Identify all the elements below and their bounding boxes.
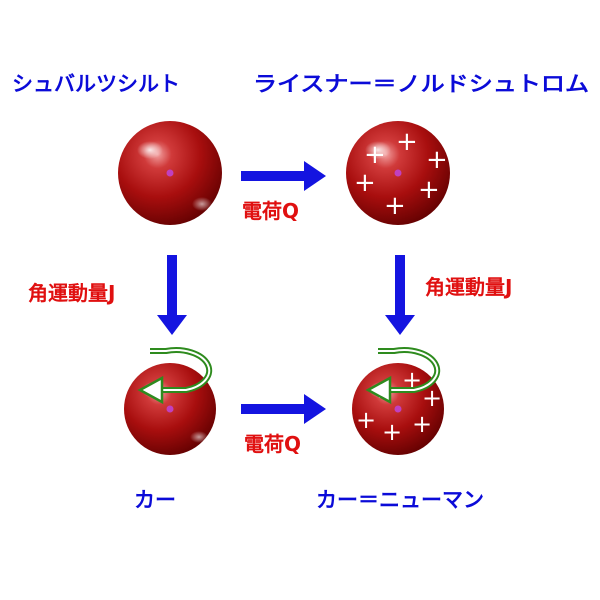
sphere-highlight — [137, 141, 163, 159]
center-dot — [166, 405, 174, 413]
sphere-reissner-nordstrom: + + + + + + — [346, 121, 450, 225]
arrow-down-icon — [157, 255, 187, 335]
arrow-right-icon — [241, 394, 326, 424]
plus-sign-icon: + — [384, 191, 406, 221]
plus-sign-icon: + — [356, 406, 376, 434]
title-kerr: カー — [134, 488, 176, 512]
plus-sign-icon: + — [426, 145, 448, 175]
arrow-angular-right: 角運動量J — [385, 255, 512, 335]
arrow-down-icon — [385, 255, 415, 335]
arrow-right-icon — [241, 161, 326, 191]
plus-sign-icon: + — [422, 384, 442, 412]
plus-sign-icon: + — [412, 410, 432, 438]
center-dot — [394, 405, 402, 413]
plus-sign-icon: + — [396, 127, 418, 157]
label-charge-bottom: 電荷Q — [244, 432, 301, 456]
sphere-kerr-newman: + + + + + + — [352, 347, 444, 455]
sphere-schwarzschild — [118, 121, 222, 225]
title-schwarzschild: シュバルツシルト — [12, 72, 180, 96]
sphere-highlight — [365, 141, 391, 159]
plus-sign-icon: + — [418, 175, 440, 205]
title-kerr-newman: カー＝ニューマン — [316, 488, 484, 512]
plus-sign-icon: + — [364, 140, 386, 170]
center-dot — [394, 169, 402, 177]
rotation-arrow-icon — [137, 347, 213, 405]
center-dot — [166, 169, 174, 177]
label-angular-left: 角運動量J — [28, 281, 115, 305]
rotation-arrow-icon — [365, 347, 441, 405]
plus-sign-icon: + — [382, 418, 402, 446]
charge-plus-group: + + + + + + — [354, 127, 448, 221]
sphere-highlight — [192, 197, 212, 211]
arrow-angular-left: 角運動量J — [28, 255, 187, 335]
arrow-charge-bottom: 電荷Q — [241, 394, 326, 456]
label-angular-right: 角運動量J — [425, 275, 512, 299]
sphere-highlight — [190, 431, 208, 443]
arrow-charge-top: 電荷Q — [241, 161, 326, 223]
title-reissner-nordstrom: ライスナー＝ノルドシュトロム — [253, 72, 589, 96]
sphere-kerr — [124, 347, 216, 455]
label-charge-top: 電荷Q — [242, 199, 299, 223]
plus-sign-icon: + — [354, 168, 376, 198]
